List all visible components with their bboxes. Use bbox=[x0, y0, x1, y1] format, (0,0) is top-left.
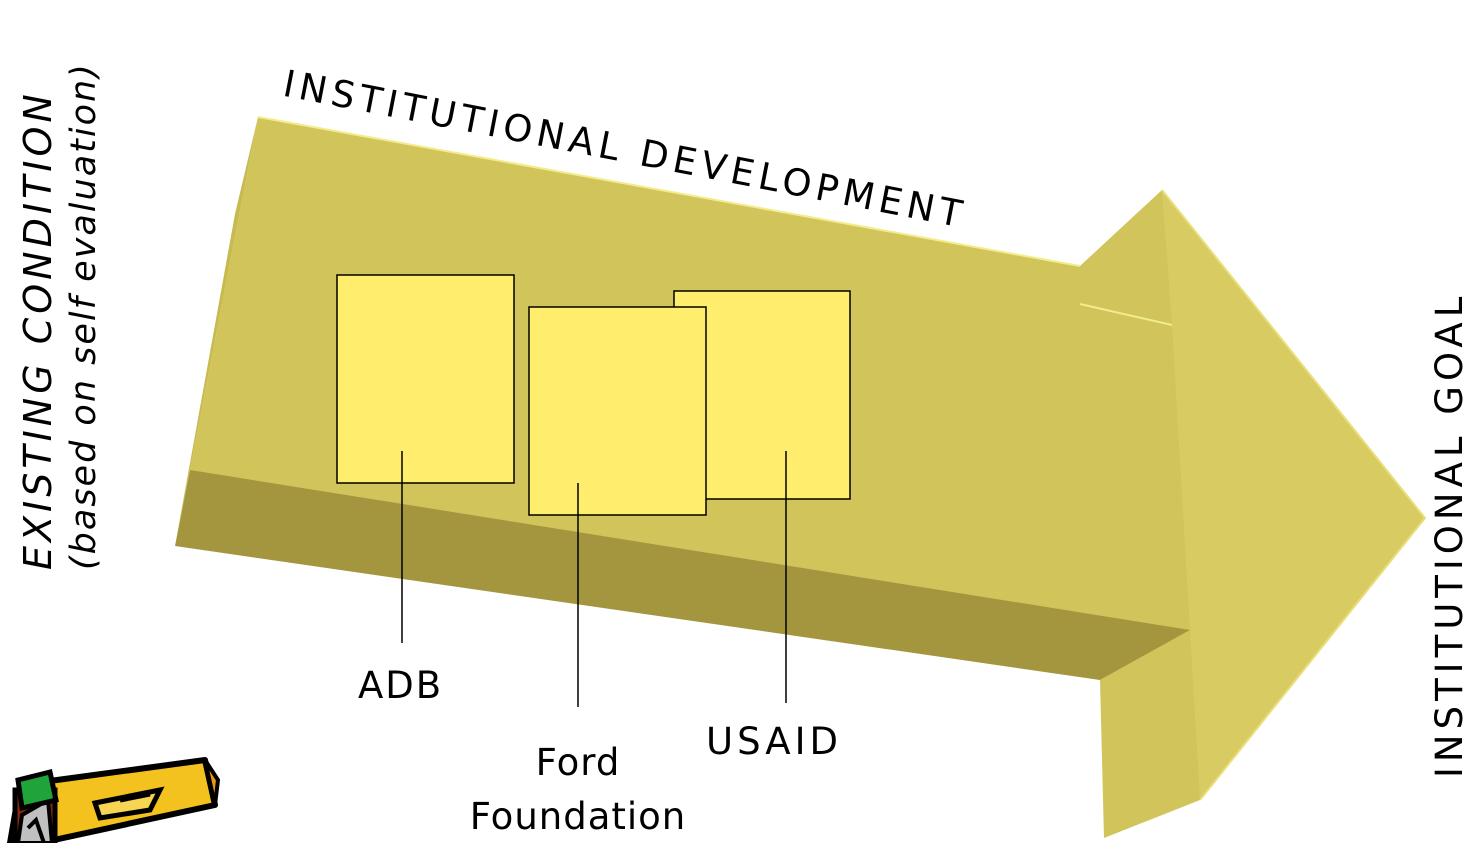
self-evaluation-text: (based on self evaluation) bbox=[64, 62, 104, 570]
arrow-edge-notch bbox=[1079, 303, 1173, 326]
arrow-edge-head bbox=[1161, 189, 1427, 801]
arrow-edge-top bbox=[257, 116, 1081, 267]
arrow-left-bevel bbox=[175, 117, 258, 546]
label-usaid: USAID bbox=[706, 720, 842, 763]
label-ford-line1: Ford bbox=[535, 741, 621, 784]
institutional-goal-text: INSTITUTIONAL GOAL bbox=[1428, 291, 1470, 778]
arrow-head-shade bbox=[1162, 190, 1425, 800]
label-adb-text: ADB bbox=[358, 664, 444, 707]
label-adb: ADB bbox=[358, 664, 443, 707]
arrow-front-face bbox=[175, 470, 1190, 680]
label-ford-foundation: Ford Foundation bbox=[444, 736, 712, 844]
label-ford-line2: Foundation bbox=[469, 795, 687, 838]
pencil-clipart-icon bbox=[7, 757, 221, 846]
right-label: INSTITUTIONAL GOAL bbox=[1428, 292, 1470, 778]
box-adb bbox=[336, 274, 515, 484]
label-usaid-text: USAID bbox=[706, 720, 842, 763]
left-label: EXISTING CONDITION (based on self evalua… bbox=[14, 0, 106, 570]
existing-condition-text: EXISTING CONDITION bbox=[16, 90, 60, 570]
box-ford bbox=[528, 306, 707, 516]
